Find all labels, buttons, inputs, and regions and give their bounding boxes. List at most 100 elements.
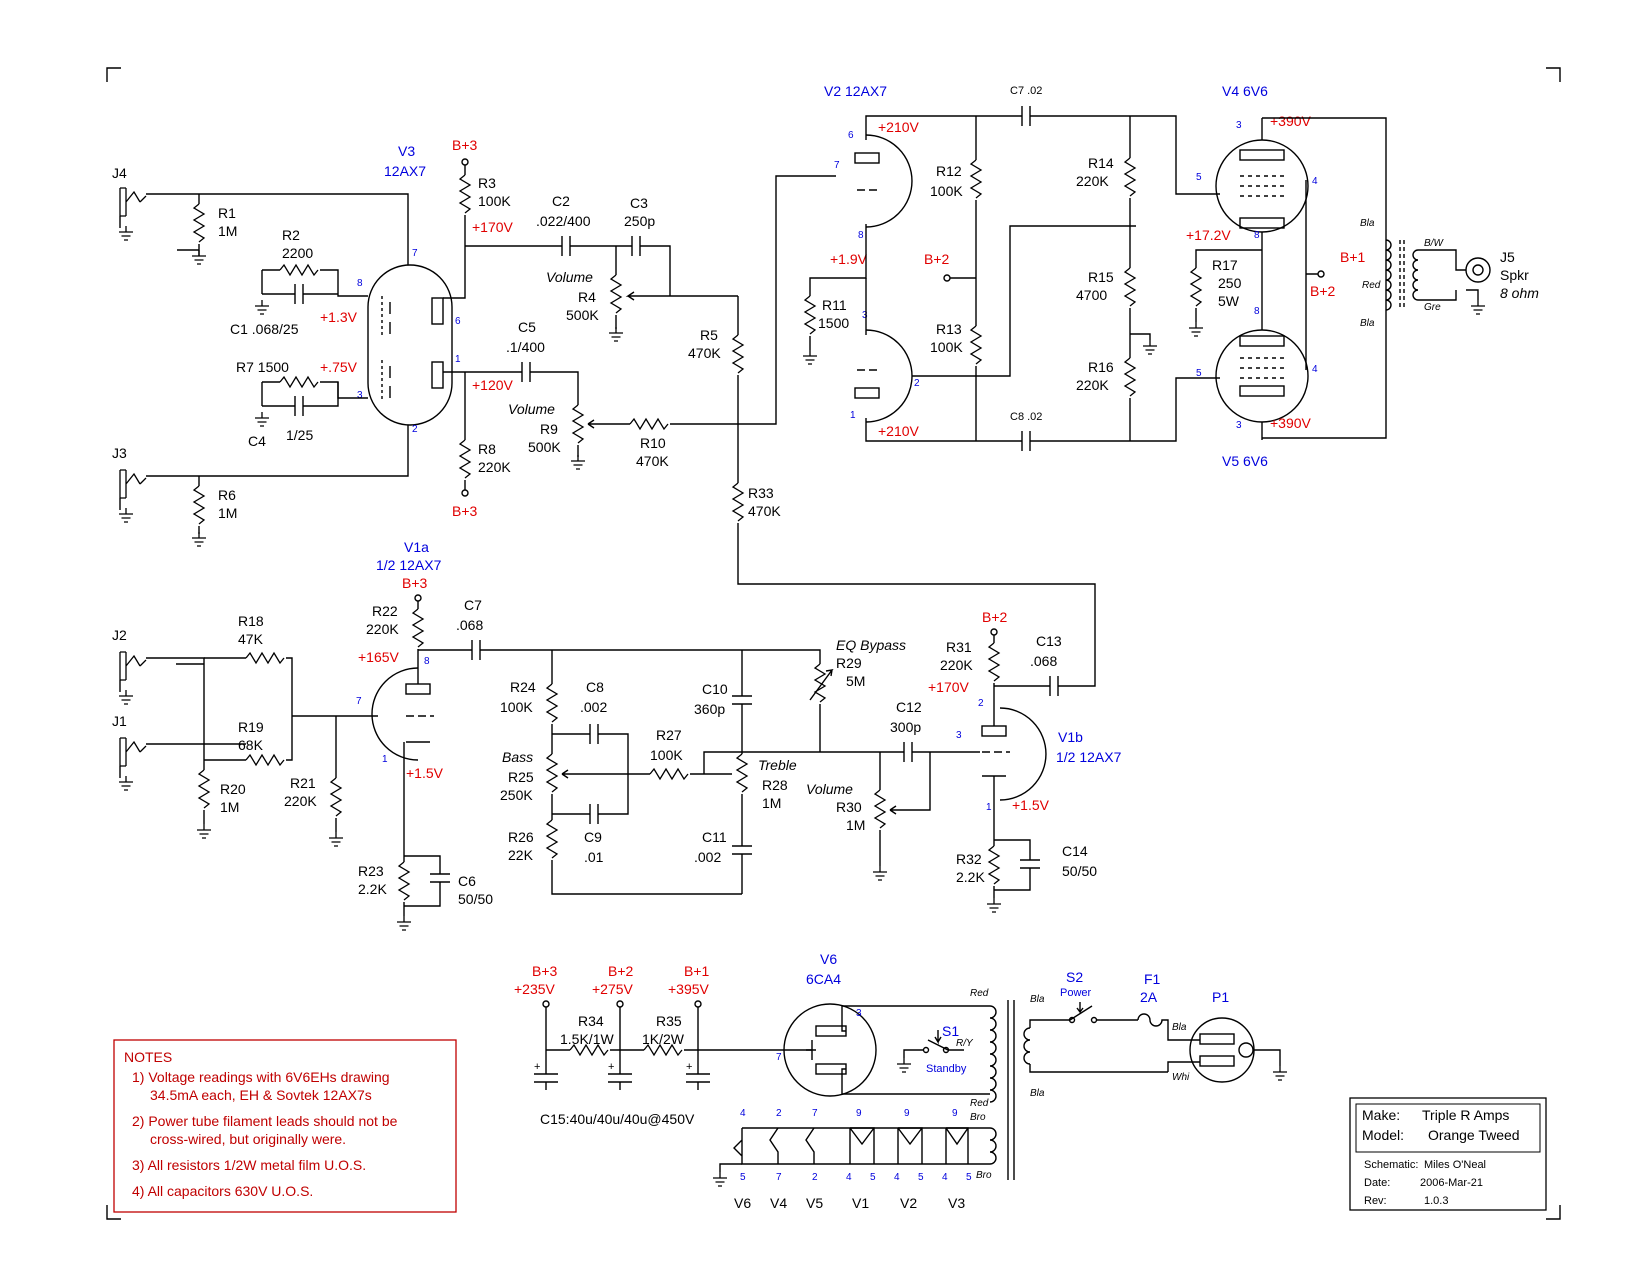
r30-volume-pot bbox=[874, 789, 886, 829]
plus-sign: + bbox=[686, 1061, 692, 1073]
r14-resistor bbox=[1124, 157, 1136, 197]
r6-resistor bbox=[193, 485, 205, 525]
note-line: 3) All resistors 1/2W metal film U.O.S. bbox=[132, 1157, 366, 1173]
date-value: 2006-Mar-21 bbox=[1420, 1177, 1483, 1189]
r30-value: 1M bbox=[846, 817, 865, 833]
r19-value: 68K bbox=[238, 737, 264, 753]
c4-value: 1/25 bbox=[286, 427, 313, 443]
corner-marks bbox=[106, 67, 1561, 1220]
rail-voltage: +275V bbox=[592, 981, 634, 997]
r8-resistor bbox=[459, 439, 471, 479]
rail-label: B+3 bbox=[452, 137, 478, 153]
rail-label: B+2 bbox=[1310, 283, 1336, 299]
r21-value: 220K bbox=[284, 793, 317, 809]
voltage-reading: +390V bbox=[1270, 415, 1312, 431]
r29-function: EQ Bypass bbox=[836, 637, 906, 653]
r9-function: Volume bbox=[508, 401, 555, 417]
r2-label: R2 bbox=[282, 227, 300, 243]
c15-label: C15:40u/40u/40u@450V bbox=[540, 1111, 695, 1127]
r20-value: 1M bbox=[220, 799, 239, 815]
r25-value: 250K bbox=[500, 787, 533, 803]
r1-resistor bbox=[193, 203, 205, 243]
schematic-key: Schematic: bbox=[1364, 1159, 1418, 1171]
pin-label: 7 bbox=[776, 1052, 782, 1063]
pin-label: 3 bbox=[1236, 420, 1242, 431]
c11-label: C11 bbox=[702, 829, 727, 845]
wire-color: Bla bbox=[1360, 218, 1375, 229]
c2-label: C2 bbox=[552, 193, 570, 209]
r12-resistor bbox=[970, 159, 982, 199]
pin-label: 2 bbox=[978, 698, 984, 709]
v1b-type: 1/2 12AX7 bbox=[1056, 749, 1122, 765]
ground-symbol bbox=[191, 249, 207, 265]
notes-box: NOTES 1) Voltage readings with 6V6EHs dr… bbox=[113, 1039, 457, 1213]
ground-symbol bbox=[191, 531, 207, 547]
c6-value: 50/50 bbox=[458, 891, 493, 907]
ground-symbol bbox=[118, 775, 134, 791]
wire-color: Bla bbox=[1030, 994, 1045, 1005]
r17-resistor bbox=[1190, 267, 1202, 307]
r12-label: R12 bbox=[936, 163, 962, 179]
c10-label: C10 bbox=[702, 681, 728, 697]
filament-tube-label: V1 bbox=[852, 1195, 869, 1211]
wire-color: Whi bbox=[1172, 1072, 1190, 1083]
r25-bass-pot bbox=[546, 753, 558, 793]
r27-value: 100K bbox=[650, 747, 683, 763]
j1-label: J1 bbox=[112, 713, 127, 729]
filament-tube-label: V6 bbox=[734, 1195, 751, 1211]
r6-label: R6 bbox=[218, 487, 236, 503]
c13-label: C13 bbox=[1036, 633, 1062, 649]
rail-label: B+3 bbox=[452, 503, 478, 519]
v6-label: V6 bbox=[820, 951, 837, 967]
rail-voltage: +235V bbox=[514, 981, 556, 997]
voltage-reading: +1.9V bbox=[830, 251, 868, 267]
pin-label: 2 bbox=[914, 378, 920, 389]
j5-ohm: 8 ohm bbox=[1500, 285, 1539, 301]
rev-value: 1.0.3 bbox=[1424, 1195, 1448, 1207]
pin-label: 3 bbox=[1236, 120, 1242, 131]
r22-resistor bbox=[412, 608, 424, 648]
r20-label: R20 bbox=[220, 781, 246, 797]
r9-volume-pot bbox=[572, 404, 584, 444]
r3-value: 100K bbox=[478, 193, 511, 209]
pin-label: 6 bbox=[848, 130, 854, 141]
v1a-label: V1a bbox=[404, 539, 429, 555]
ground-symbol bbox=[1272, 1065, 1288, 1081]
pin-label: 3 bbox=[862, 310, 868, 321]
ground-symbol bbox=[872, 865, 888, 881]
schematic-value: Miles O'Neal bbox=[1424, 1159, 1486, 1171]
c8a-label: C8 .02 bbox=[1010, 411, 1042, 423]
voltage-reading: +170V bbox=[472, 219, 514, 235]
note-line: 34.5mA each, EH & Sovtek 12AX7s bbox=[150, 1087, 372, 1103]
r10-resistor bbox=[629, 418, 669, 430]
r29-value: 5M bbox=[846, 673, 865, 689]
r19-resistor bbox=[245, 754, 285, 766]
r21-label: R21 bbox=[290, 775, 316, 791]
wire-color: Bla bbox=[1172, 1022, 1187, 1033]
pin-label: 8 bbox=[424, 656, 430, 667]
ground-symbol bbox=[254, 299, 270, 315]
pin-label: 8 bbox=[1254, 230, 1260, 241]
r30-function: Volume bbox=[806, 781, 853, 797]
r5-value: 470K bbox=[688, 345, 721, 361]
r8-label: R8 bbox=[478, 441, 496, 457]
pin-label: 2 bbox=[412, 424, 418, 435]
j4-jack bbox=[119, 187, 147, 217]
r16-label: R16 bbox=[1088, 359, 1114, 375]
pin-label: 5 bbox=[870, 1172, 876, 1183]
c5-label: C5 bbox=[518, 319, 536, 335]
r4-value: 500K bbox=[566, 307, 599, 323]
r25-label: R25 bbox=[508, 769, 534, 785]
r33-resistor bbox=[732, 482, 744, 522]
pin-label: 4 bbox=[846, 1172, 852, 1183]
r20-resistor bbox=[198, 769, 210, 809]
r32-resistor bbox=[988, 845, 1000, 885]
ground-symbol bbox=[328, 831, 344, 847]
c9-label: C9 bbox=[584, 829, 602, 845]
filament-tube-label: V4 bbox=[770, 1195, 787, 1211]
r32-value: 2.2K bbox=[956, 869, 985, 885]
r27-label: R27 bbox=[656, 727, 682, 743]
c7-label: C7 bbox=[464, 597, 482, 613]
rail-label: B+1 bbox=[1340, 249, 1366, 265]
r4-function: Volume bbox=[546, 269, 593, 285]
